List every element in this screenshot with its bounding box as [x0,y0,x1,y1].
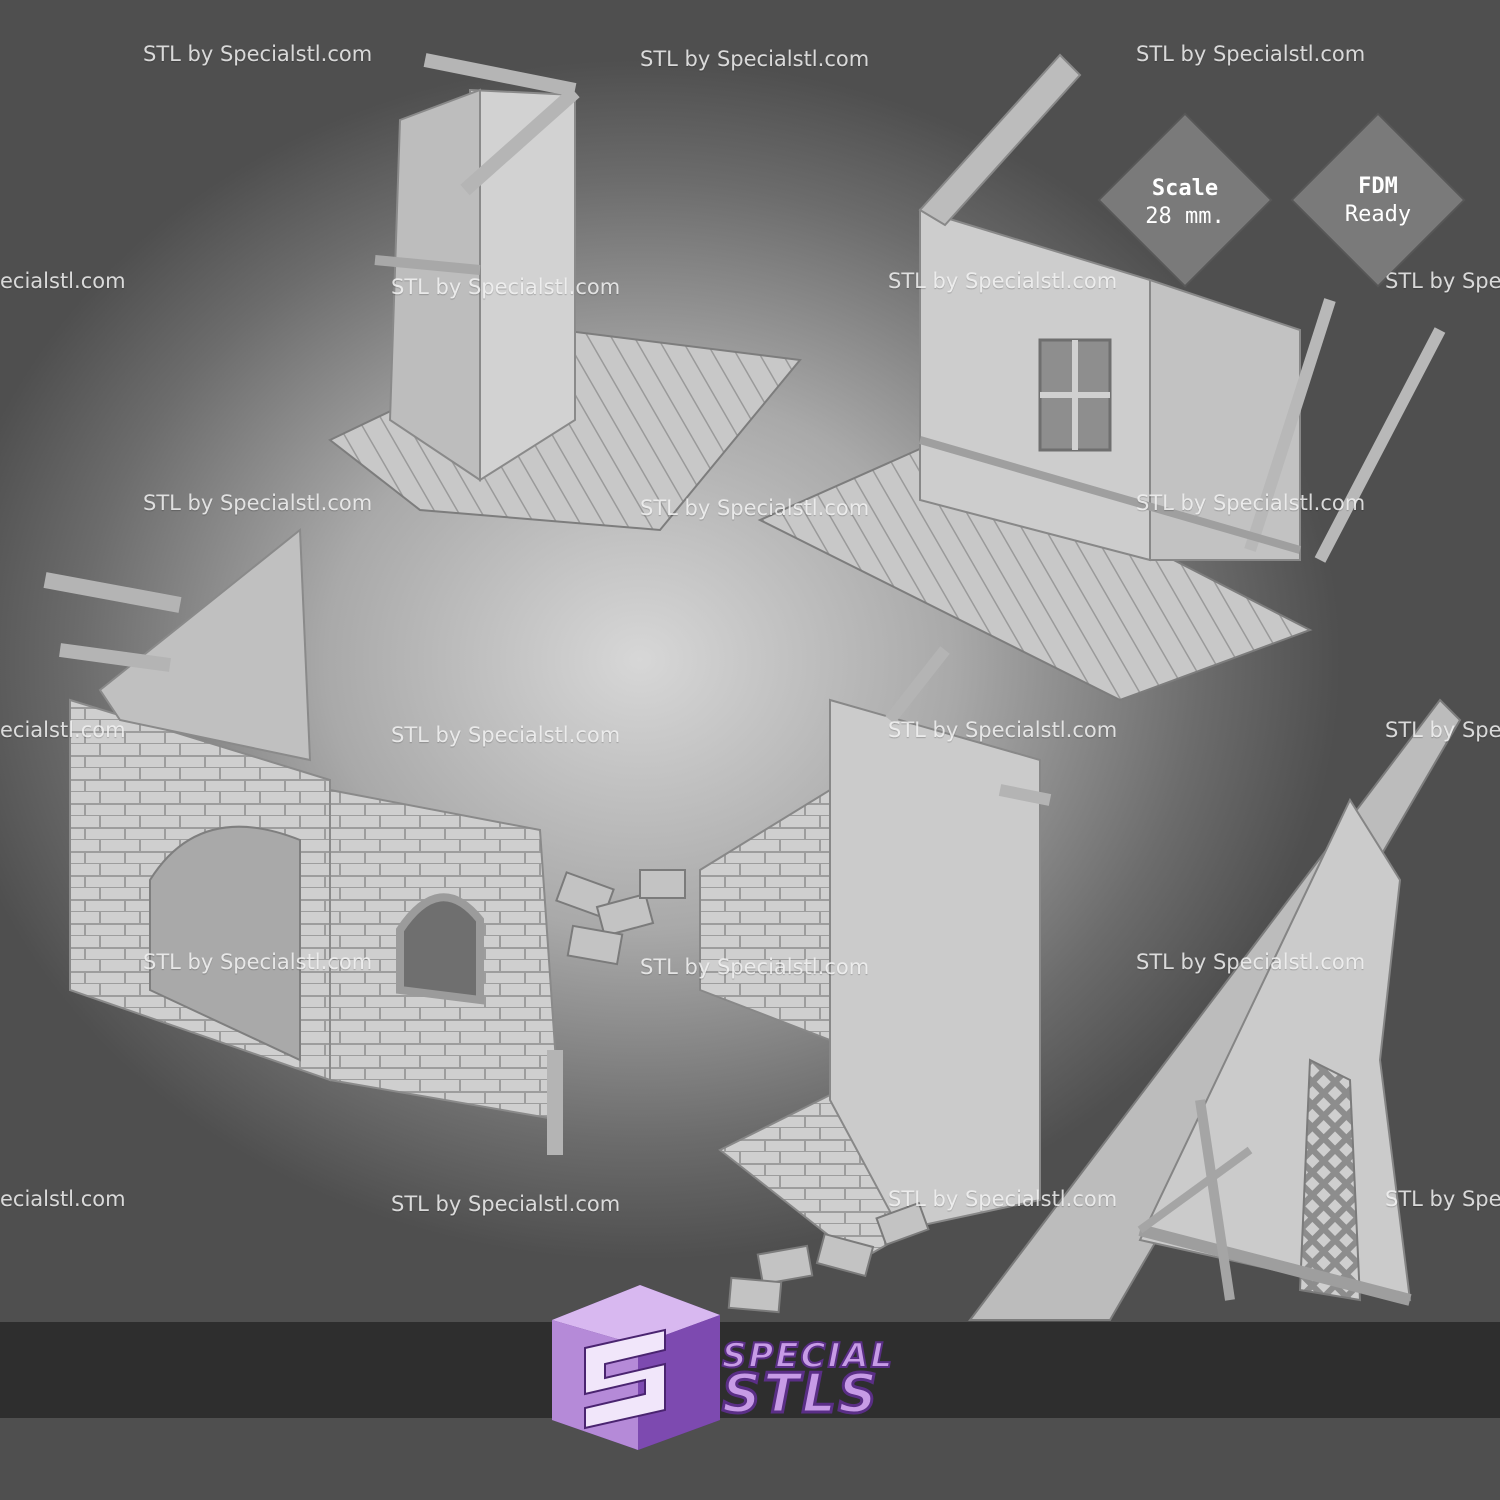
scale-badge-text: Scale 28 mm. [1105,175,1265,231]
watermark-text: STL by Specialstl.com [640,47,870,71]
watermark-text: STL by Specialstl.com [1136,491,1366,515]
watermark-text: STL by Specialstl.com [143,950,373,974]
scale-label: Scale [1151,176,1219,201]
ruin-roof-gable-bottom-right [967,698,1462,1321]
brand-name-line2: STLS [720,1361,880,1427]
watermark-text: STL by Spec [1385,718,1500,742]
scale-value: 28 mm. [1145,204,1225,229]
watermark-text: STL by Specialstl.com [1136,950,1366,974]
fdm-value: Ready [1344,202,1412,227]
brand-name-line1: SPECIAL [721,1335,895,1377]
ruin-corner-top-left [328,53,802,532]
fdm-badge-text: FDM Ready [1298,173,1458,229]
watermark-text: STL by Specialstl.com [143,42,373,66]
watermark-text: STL by Specialstl.com [391,275,621,299]
ruin-stone-arch-bottom-left [43,527,563,1155]
watermark-text: ecialstl.com [0,1187,126,1211]
logo-band [0,1322,1500,1418]
ruin-timber-frame-top-right [757,53,1446,702]
watermark-text: STL by Specialstl.com [640,955,870,979]
watermark-text: STL by Specialstl.com [143,491,373,515]
fdm-label: FDM [1358,174,1398,199]
watermark-text: STL by Spec [1385,1187,1500,1211]
watermark-text: STL by Specialstl.com [640,496,870,520]
watermark-text: STL by Specialstl.com [888,718,1118,742]
watermark-text: STL by Specialstl.com [391,723,621,747]
watermark-text: STL by Specialstl.com [888,269,1118,293]
watermark-text: STL by Specialstl.com [888,1187,1118,1211]
watermark-text: STL by Spec [1385,269,1500,293]
ruin-broken-wall-bottom-center [555,646,1052,1314]
watermark-text: ecialstl.com [0,718,126,742]
watermark-text: STL by Specialstl.com [391,1192,621,1216]
watermark-text: STL by Specialstl.com [1136,42,1366,66]
watermark-text: ecialstl.com [0,269,126,293]
